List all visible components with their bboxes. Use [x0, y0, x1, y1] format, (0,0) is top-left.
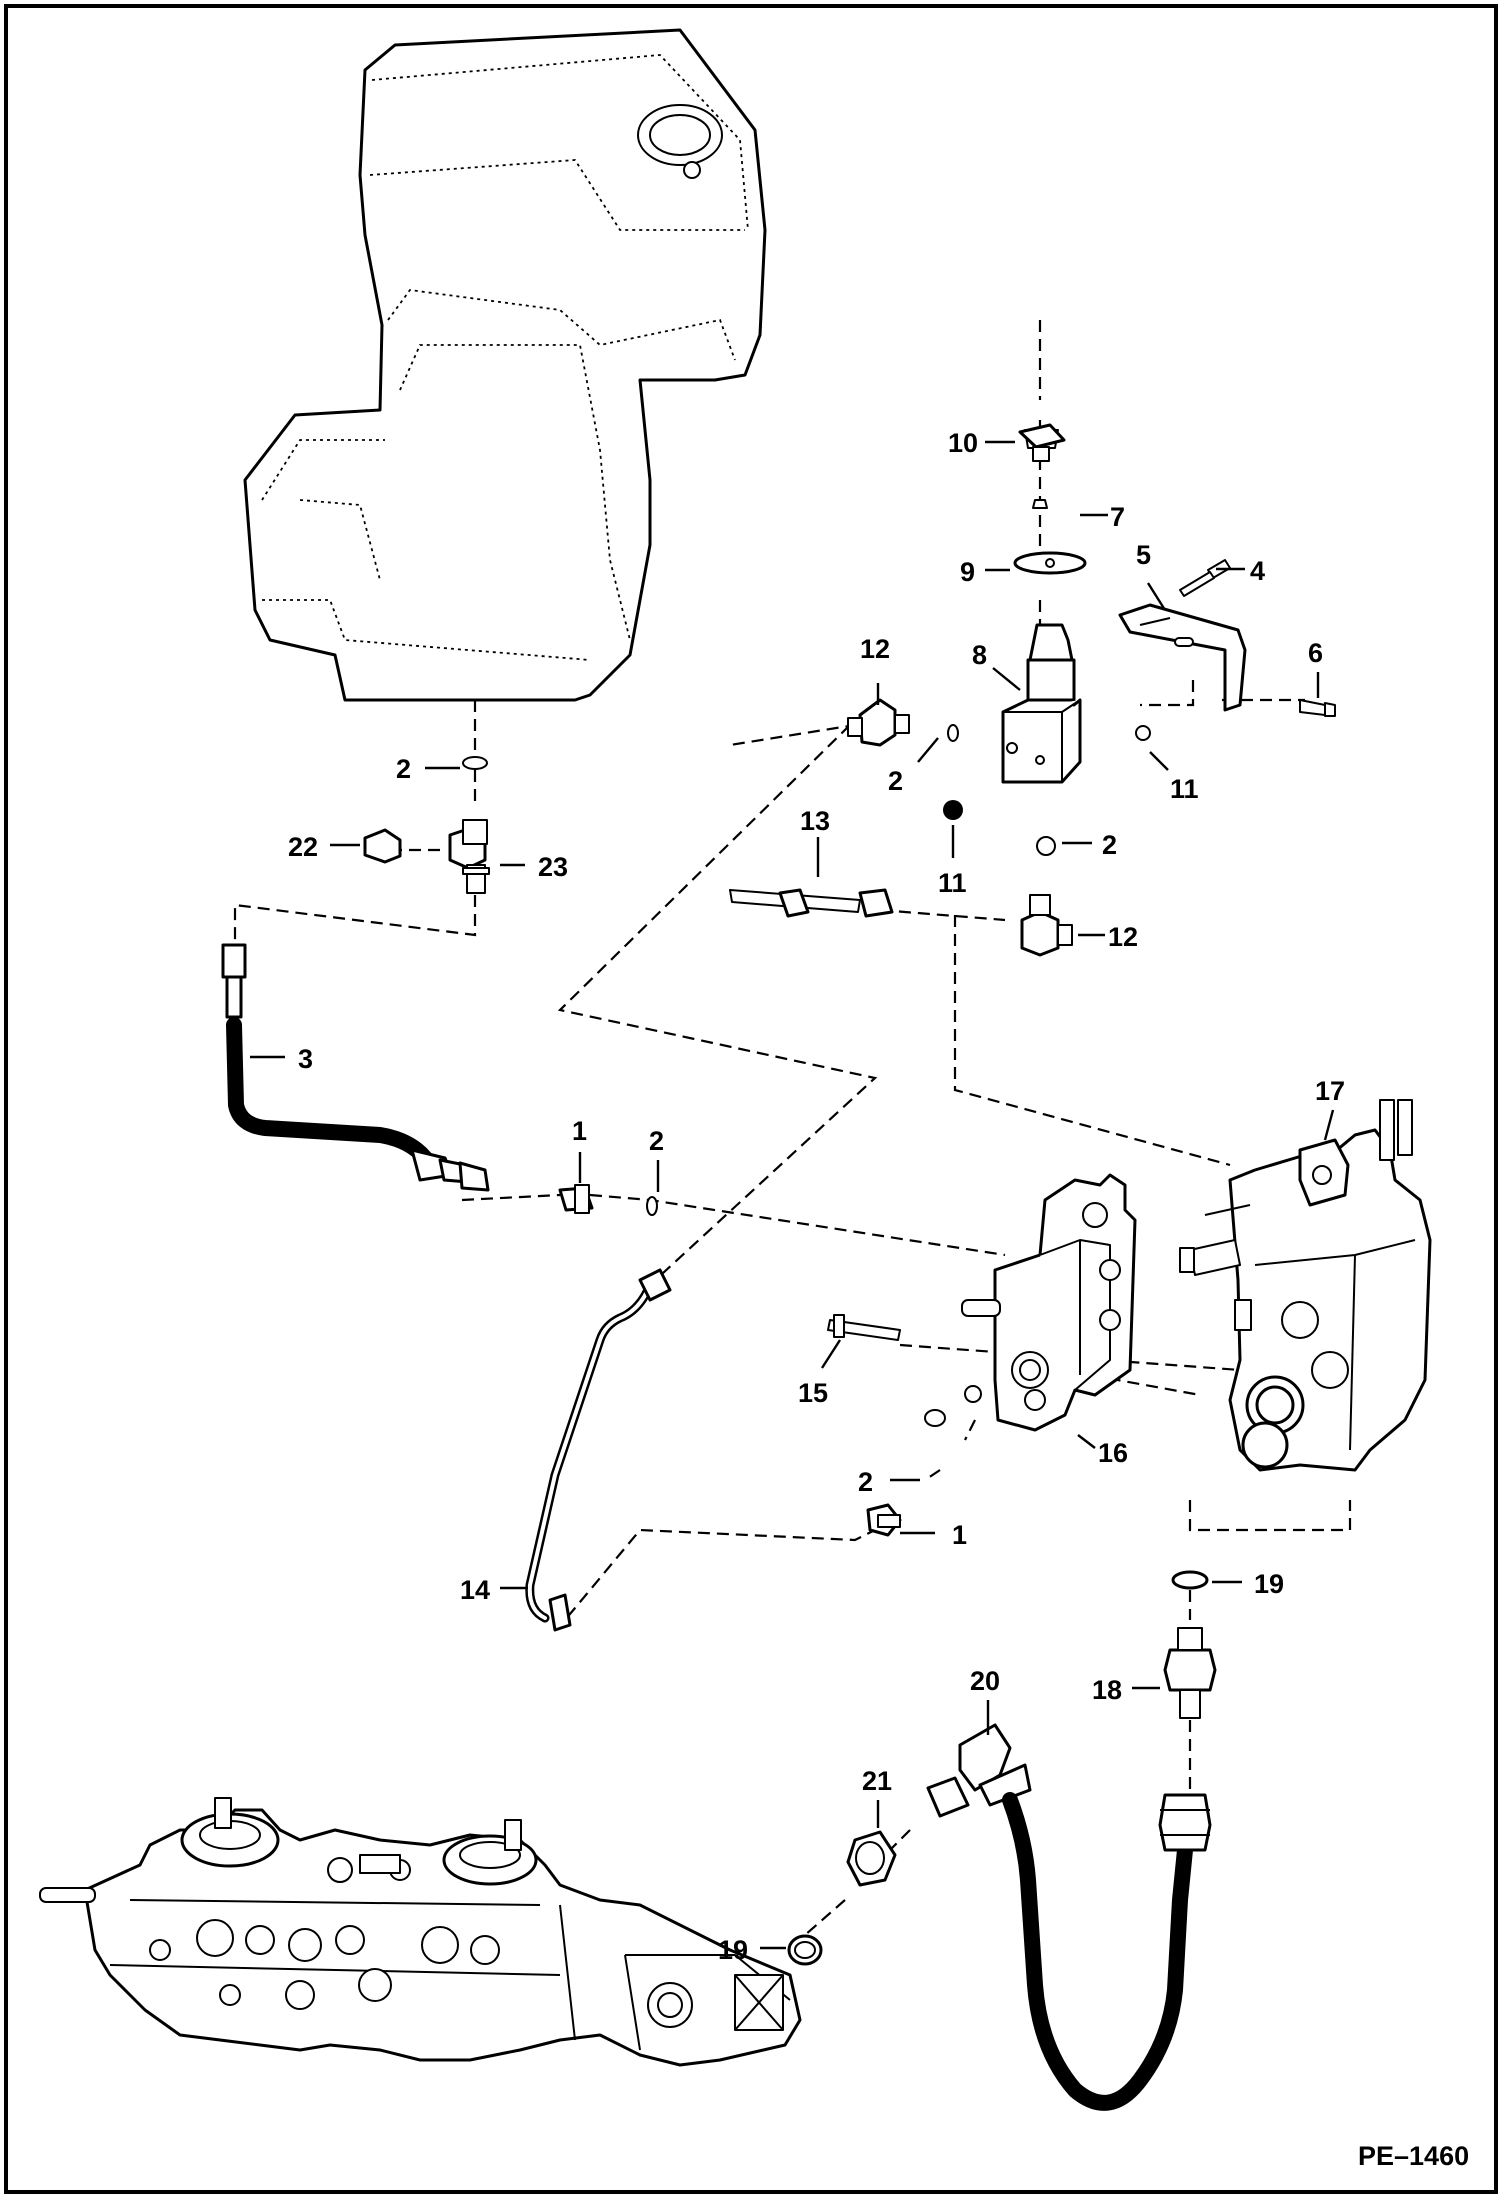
tube-13: [729, 888, 894, 918]
callout-17: 17: [1315, 1076, 1345, 1106]
callout-12-lower: 12: [1108, 922, 1138, 952]
callout-1-lower: 1: [952, 1520, 967, 1550]
callout-22: 22: [288, 832, 318, 862]
callout-21: 21: [862, 1766, 892, 1796]
relief-valve-assembly: [943, 423, 1087, 820]
callout-16: 16: [1098, 1438, 1128, 1468]
callout-15: 15: [798, 1378, 828, 1408]
callout-18: 18: [1092, 1675, 1122, 1705]
callout-12-upper: 12: [860, 634, 890, 664]
callout-leaders: [250, 440, 1335, 1950]
hydrostatic-pump: [39, 1797, 802, 2067]
callout-2-lower: 2: [858, 1467, 873, 1497]
control-valve-16: [827, 1173, 1137, 1537]
callout-2-upper: 2: [649, 1126, 664, 1156]
callout-11-bracket: 11: [1170, 774, 1199, 804]
callout-8: 8: [972, 640, 987, 670]
callout-4: 4: [1250, 556, 1265, 586]
callout-11-valve: 11: [938, 868, 967, 898]
callout-19-lower: 19: [718, 1935, 748, 1965]
callout-20: 20: [970, 1666, 1000, 1696]
callout-19-upper: 19: [1254, 1569, 1284, 1599]
callout-9: 9: [960, 557, 975, 587]
fittings-19-21: [787, 1830, 897, 1966]
callout-6: 6: [1308, 638, 1323, 668]
callout-7: 7: [1110, 502, 1125, 532]
callout-1-upper: 1: [572, 1116, 587, 1146]
callout-14: 14: [460, 1575, 490, 1605]
drawing-code: PE–1460: [1358, 2141, 1469, 2171]
callout-2-valve-bottom: 2: [1102, 830, 1117, 860]
main-valve-17: [1179, 1099, 1432, 1472]
hose-3: [221, 943, 490, 1192]
callout-2-valve-top: 2: [888, 766, 903, 796]
fittings-18-19: [1163, 1570, 1217, 1719]
hydraulic-tank: [243, 28, 767, 702]
tee-fitting: [363, 756, 490, 894]
callout-23: 23: [538, 852, 568, 882]
callout-3: 3: [298, 1044, 313, 1074]
callout-5: 5: [1136, 540, 1151, 570]
hose-20: [926, 1723, 1212, 2111]
callout-10: 10: [948, 428, 978, 458]
mounting-bracket: [1036, 559, 1336, 856]
valve-fittings: [847, 698, 1073, 957]
tube-14: [525, 1268, 672, 1632]
callout-labels: 10 7 9 5 4 12 8 6 2 2 11 22 23 11 2 13 1…: [288, 428, 1469, 2171]
callout-2-tank: 2: [396, 754, 411, 784]
callout-13: 13: [800, 806, 830, 836]
upper-fittings: [558, 1184, 658, 1216]
